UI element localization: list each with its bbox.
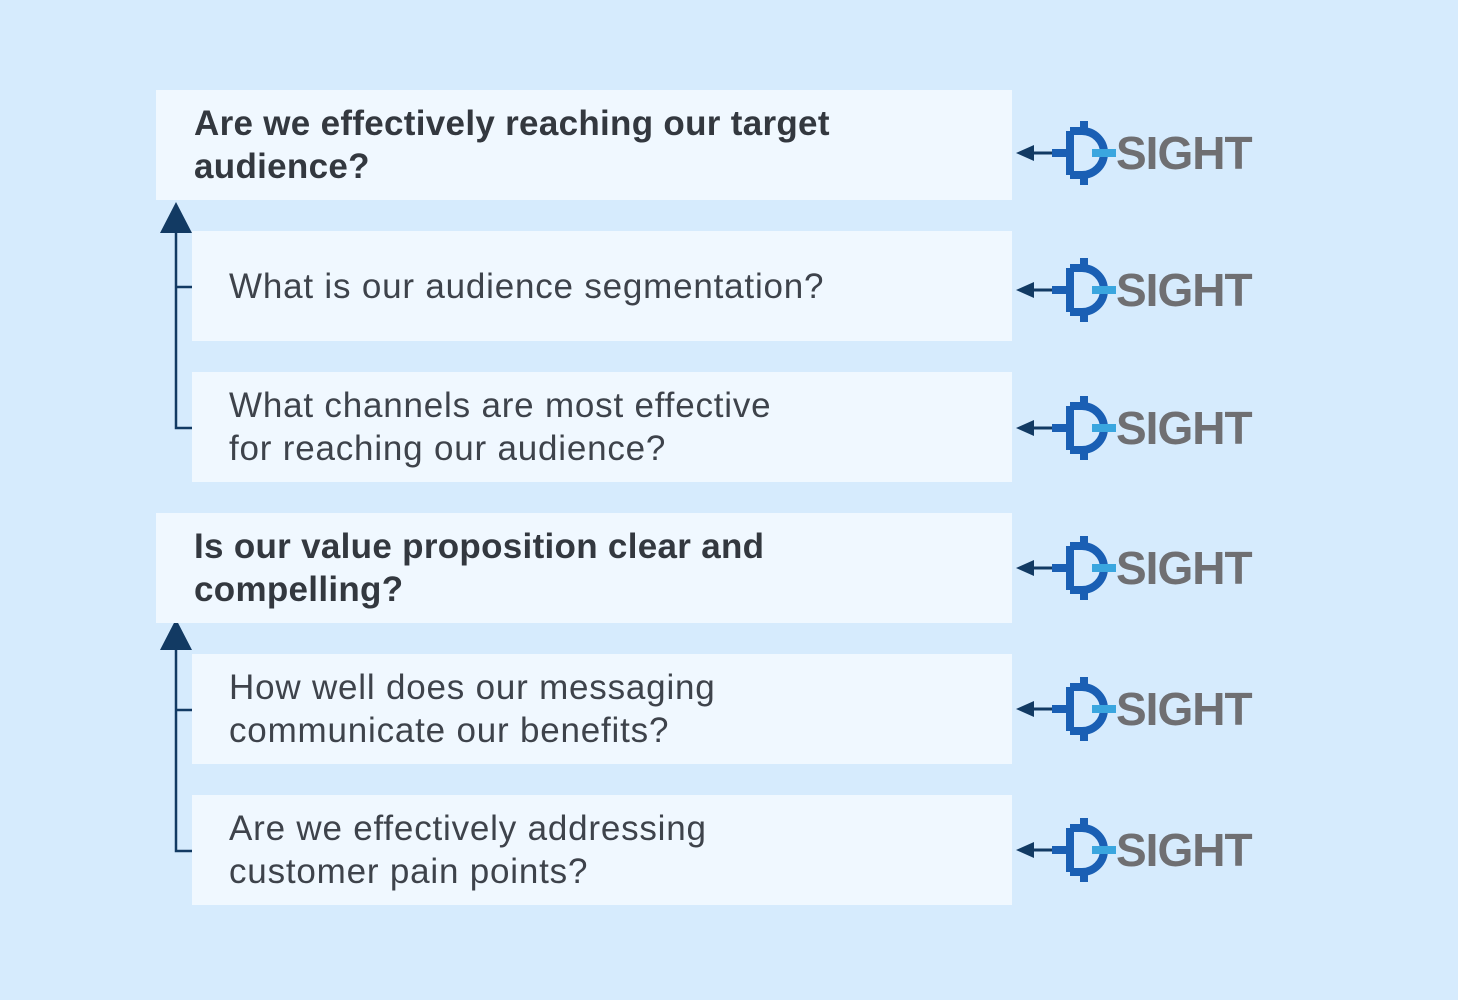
sight-logo: SIGHT bbox=[1012, 528, 1272, 608]
arrow-left-icon bbox=[1016, 258, 1116, 322]
question-text-line2: for reaching our audience? bbox=[229, 429, 667, 468]
question-box-sub-4: Are we effectively addressing customer p… bbox=[192, 795, 1012, 905]
question-text-line1: How well does our messaging bbox=[229, 668, 716, 707]
sight-logo: SIGHT bbox=[1012, 250, 1272, 330]
logo-text: SIGHT bbox=[1116, 264, 1253, 316]
question-text-line2: audience? bbox=[194, 147, 370, 186]
arrow-left-icon bbox=[1016, 536, 1116, 600]
question-box-sub-1: What is our audience segmentation? bbox=[192, 231, 1012, 341]
question-text-line1: Is our value proposition clear and bbox=[194, 527, 765, 566]
arrow-left-icon bbox=[1016, 677, 1116, 741]
logo-text: SIGHT bbox=[1116, 542, 1253, 594]
arrowhead-up-2 bbox=[160, 619, 192, 650]
question-text-line2: customer pain points? bbox=[229, 852, 589, 891]
question-box-main-2: Is our value proposition clear and compe… bbox=[156, 513, 1012, 623]
connector-group-1 bbox=[174, 230, 193, 430]
question-box-sub-2: What channels are most effective for rea… bbox=[192, 372, 1012, 482]
sight-logo: SIGHT bbox=[1012, 113, 1272, 193]
connector-group-2 bbox=[174, 648, 193, 853]
logo-text: SIGHT bbox=[1116, 683, 1253, 735]
logo-text: SIGHT bbox=[1116, 402, 1253, 454]
question-box-sub-3: How well does our messaging communicate … bbox=[192, 654, 1012, 764]
question-text-line2: compelling? bbox=[194, 570, 404, 609]
sight-logo: SIGHT bbox=[1012, 810, 1272, 890]
arrowhead-up-1 bbox=[160, 202, 192, 233]
arrow-left-icon bbox=[1016, 818, 1116, 882]
question-text-line1: Are we effectively reaching our target bbox=[194, 104, 830, 143]
question-box-main-1: Are we effectively reaching our target a… bbox=[156, 90, 1012, 200]
question-text-line2: communicate our benefits? bbox=[229, 711, 670, 750]
question-text-line1: Are we effectively addressing bbox=[229, 809, 707, 848]
question-text-line1: What is our audience segmentation? bbox=[229, 266, 825, 306]
arrow-left-icon bbox=[1016, 396, 1116, 460]
logo-text: SIGHT bbox=[1116, 824, 1253, 876]
sight-logo: SIGHT bbox=[1012, 669, 1272, 749]
arrow-left-icon bbox=[1016, 121, 1116, 185]
sight-logo: SIGHT bbox=[1012, 388, 1272, 468]
question-text-line1: What channels are most effective bbox=[229, 386, 772, 425]
logo-text: SIGHT bbox=[1116, 127, 1253, 179]
